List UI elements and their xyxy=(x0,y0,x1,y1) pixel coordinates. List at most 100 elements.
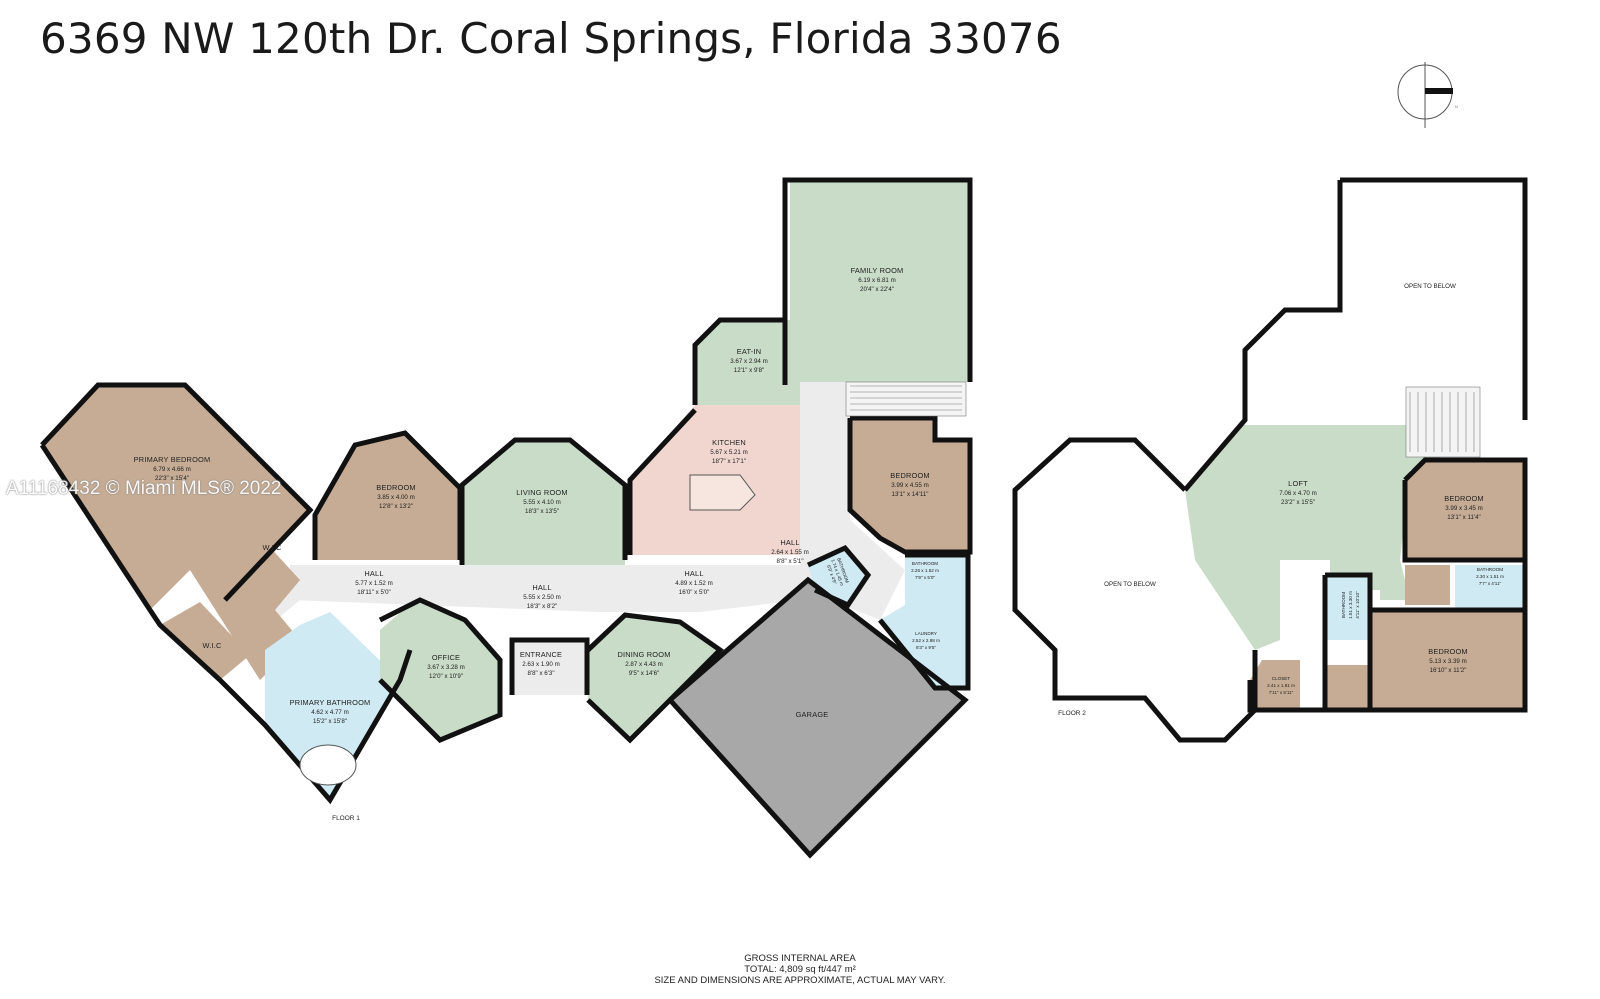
office-walls xyxy=(378,597,503,743)
svg-text:BATHROOM: BATHROOM xyxy=(1341,592,1346,618)
family-room-floor xyxy=(695,180,970,405)
svg-text:HALL: HALL xyxy=(684,569,703,578)
floor2: OPEN TO BELOW OPEN TO BELOW LOFT 7.06 x … xyxy=(1012,177,1528,743)
label-primary-bathroom: PRIMARY BATHROOM 4.62 x 4.77 m 15'2" x 1… xyxy=(290,698,371,725)
svg-text:7.06 x 4.70 m: 7.06 x 4.70 m xyxy=(1279,490,1317,497)
svg-text:HALL: HALL xyxy=(532,583,551,592)
label-bathroom-d: BATHROOM 1.51 x 3.30 m 4'11" x 10'10" xyxy=(1341,591,1360,619)
primary-bedroom-walls xyxy=(40,382,314,602)
svg-text:13'1" x 11'4": 13'1" x 11'4" xyxy=(1447,514,1480,521)
svg-text:12'8" x 13'2": 12'8" x 13'2" xyxy=(379,503,413,510)
dining-walls xyxy=(586,612,724,744)
open-top-walls xyxy=(1340,177,1528,420)
svg-text:4.62 x 4.77 m: 4.62 x 4.77 m xyxy=(311,709,349,716)
svg-text:8'8" x 5'1": 8'8" x 5'1" xyxy=(776,558,803,565)
svg-text:5'9" x 4'9": 5'9" x 4'9" xyxy=(826,564,838,585)
bedroom-d-floor xyxy=(1372,610,1525,710)
svg-text:KITCHEN: KITCHEN xyxy=(712,438,746,447)
svg-text:6.19 x 6.81 m: 6.19 x 6.81 m xyxy=(858,277,896,284)
svg-text:PRIMARY BATHROOM: PRIMARY BATHROOM xyxy=(290,698,371,707)
svg-text:22'3" x 15'4": 22'3" x 15'4" xyxy=(155,475,189,482)
svg-text:LAUNDRY: LAUNDRY xyxy=(915,631,937,636)
office-floor xyxy=(380,600,500,740)
footer-total: TOTAL: 4,809 sq ft/447 m² xyxy=(744,964,856,975)
octagon-walls xyxy=(1012,437,1258,743)
svg-text:2.26 x 1.52 m: 2.26 x 1.52 m xyxy=(911,568,939,573)
svg-text:HALL: HALL xyxy=(364,569,383,578)
svg-text:18'11" x 5'0": 18'11" x 5'0" xyxy=(357,589,390,596)
label-bathroom-b: BATHROOM 2.26 x 1.52 m 7'9" x 5'0" xyxy=(911,561,939,580)
svg-text:6.79 x 4.66 m: 6.79 x 4.66 m xyxy=(153,466,191,473)
svg-text:15'2" x 15'8": 15'2" x 15'8" xyxy=(313,718,347,725)
dining-room-floor xyxy=(588,615,720,740)
label-kitchen: KITCHEN 5.67 x 5.21 m 18'7" x 17'1" xyxy=(710,438,748,465)
bathroom-d-floor xyxy=(1325,575,1370,640)
bedroom-c-floor xyxy=(1405,460,1525,560)
label-bathroom-c: BATHROOM 2.30 x 1.51 m 7'7" x 4'11" xyxy=(1476,567,1504,586)
right-side-walls xyxy=(1247,560,1528,713)
laundry-floor xyxy=(880,605,968,688)
closet-floor xyxy=(1250,660,1300,710)
svg-text:3.67 x 2.94 m: 3.67 x 2.94 m xyxy=(730,358,768,365)
label-hall-left: HALL 5.77 x 1.52 m 18'11" x 5'0" xyxy=(355,569,393,596)
svg-text:BEDROOM: BEDROOM xyxy=(890,471,930,480)
svg-text:3.67 x 3.28 m: 3.67 x 3.28 m xyxy=(427,664,465,671)
floor2-label: FLOOR 2 xyxy=(1058,710,1086,717)
svg-text:18'7" x 17'1": 18'7" x 17'1" xyxy=(712,458,746,465)
svg-text:18'3" x 8'2": 18'3" x 8'2" xyxy=(527,603,558,610)
bedroom-c-walls xyxy=(1402,457,1528,563)
garage-walls xyxy=(668,576,969,859)
svg-text:FAMILY ROOM: FAMILY ROOM xyxy=(851,266,904,275)
closet2-floor xyxy=(1325,665,1370,710)
bedroom-b-walls xyxy=(847,415,973,555)
svg-text:PRIMARY BEDROOM: PRIMARY BEDROOM xyxy=(134,455,211,464)
svg-text:16'10" x 11'2": 16'10" x 11'2" xyxy=(1430,667,1467,674)
svg-text:2.64 x 1.55 m: 2.64 x 1.55 m xyxy=(771,549,809,556)
bathroom-b-floor xyxy=(905,555,968,605)
svg-text:OFFICE: OFFICE xyxy=(432,653,460,662)
footer-title: GROSS INTERNAL AREA xyxy=(744,953,856,964)
svg-text:1.51 x 3.30 m: 1.51 x 3.30 m xyxy=(1348,591,1353,619)
svg-text:BEDROOM: BEDROOM xyxy=(1428,647,1468,656)
open-top-left-wall xyxy=(1183,180,1343,492)
watermark: A11168432 © Miami MLS® 2022 xyxy=(6,478,282,499)
svg-text:9'5" x 14'6": 9'5" x 14'6" xyxy=(629,670,660,677)
label-office: OFFICE 3.67 x 3.28 m 12'0" x 10'9" xyxy=(427,653,465,680)
svg-text:BATHROOM: BATHROOM xyxy=(1477,567,1503,572)
label-primary-bedroom: PRIMARY BEDROOM 6.79 x 4.66 m 22'3" x 15… xyxy=(134,455,211,482)
loft-floor xyxy=(1185,425,1440,650)
svg-text:5.67 x 5.21 m: 5.67 x 5.21 m xyxy=(710,449,748,456)
svg-text:EAT-IN: EAT-IN xyxy=(737,347,761,356)
svg-text:BATHROOM: BATHROOM xyxy=(912,561,938,566)
label-hall-mid: HALL 4.89 x 1.52 m 16'0" x 5'0" xyxy=(675,569,713,596)
svg-text:4.89 x 1.52 m: 4.89 x 1.52 m xyxy=(675,580,713,587)
svg-text:3.99 x 4.55 m: 3.99 x 4.55 m xyxy=(891,482,929,489)
svg-text:4'11" x 10'10": 4'11" x 10'10" xyxy=(1355,591,1360,619)
svg-text:7'11" x 5'11": 7'11" x 5'11" xyxy=(1269,690,1294,695)
label-wic-b: W.I.C xyxy=(202,641,222,650)
label-garage: GARAGE xyxy=(796,710,829,719)
right-walls xyxy=(878,552,971,691)
svg-text:CLOSET: CLOSET xyxy=(1272,676,1291,681)
svg-text:5.55 x 2.50 m: 5.55 x 2.50 m xyxy=(523,594,561,601)
floor1: PRIMARY BEDROOM 6.79 x 4.66 m 22'3" x 15… xyxy=(39,177,973,859)
bedroom-a-floor xyxy=(315,433,460,560)
label-hall-center: HALL 5.55 x 2.50 m 18'3" x 8'2" xyxy=(523,583,561,610)
svg-text:23'2" x 15'5": 23'2" x 15'5" xyxy=(1281,499,1315,506)
svg-text:7'7" x 4'11": 7'7" x 4'11" xyxy=(1479,581,1502,586)
compass-label: N xyxy=(1455,104,1458,109)
label-living-room: LIVING ROOM 5.55 x 4.10 m 18'3" x 13'5" xyxy=(516,488,567,515)
label-open-left: OPEN TO BELOW xyxy=(1104,581,1156,588)
svg-text:3.99 x 3.45 m: 3.99 x 3.45 m xyxy=(1445,505,1483,512)
svg-text:12'0" x 10'9": 12'0" x 10'9" xyxy=(429,673,463,680)
stairs-floor2 xyxy=(1405,386,1481,458)
family-room-walls xyxy=(782,177,973,385)
label-bedroom-a: BEDROOM 3.85 x 4.00 m 12'8" x 13'2" xyxy=(376,483,415,510)
bathroom-c-floor xyxy=(1455,565,1525,610)
living-room-floor xyxy=(462,440,625,565)
bedroom-b-floor xyxy=(850,418,968,552)
label-hall-right: HALL 2.64 x 1.55 m 8'8" x 5'1" xyxy=(771,538,809,565)
label-open-top: OPEN TO BELOW xyxy=(1404,283,1456,290)
svg-text:8'8" x 6'3": 8'8" x 6'3" xyxy=(527,670,554,677)
